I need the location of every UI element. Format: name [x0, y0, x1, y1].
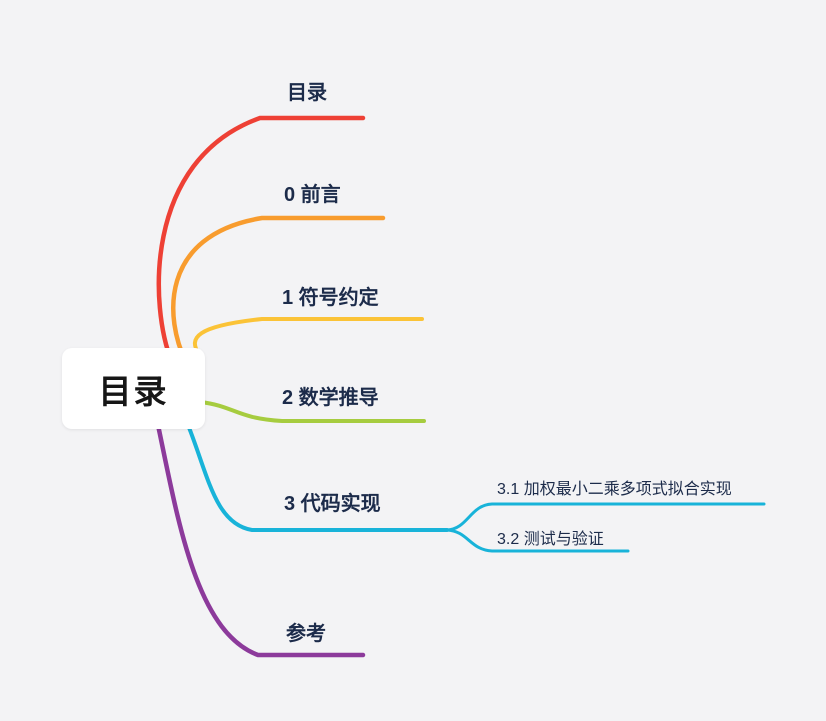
- branch-curve-notation: [193, 317, 424, 356]
- branch-curve-math: [198, 400, 426, 423]
- root-topic[interactable]: 目录: [62, 348, 205, 429]
- subbranch-curve-code-test: [445, 528, 630, 553]
- subtopic-weighted-least-squares[interactable]: 3.1 加权最小二乘多项式拟合实现: [497, 481, 732, 498]
- topic-code-implementation[interactable]: 3 代码实现: [284, 493, 381, 515]
- subtopic-test-verify[interactable]: 3.2 测试与验证: [497, 531, 604, 548]
- topic-toc[interactable]: 目录: [287, 82, 327, 104]
- branch-curve-toc: [156, 115, 366, 365]
- topic-reference[interactable]: 参考: [286, 623, 326, 645]
- root-topic-label: 目录: [98, 372, 169, 410]
- topic-math-derivation[interactable]: 2 数学推导: [282, 387, 379, 409]
- topic-preface[interactable]: 0 前言: [284, 184, 341, 206]
- branch-curve-code: [186, 423, 449, 532]
- topic-notation[interactable]: 1 符号约定: [282, 287, 379, 309]
- subbranch-curve-code-impl: [445, 502, 766, 532]
- branch-curve-preface: [171, 215, 386, 365]
- branch-curve-reference: [155, 422, 366, 658]
